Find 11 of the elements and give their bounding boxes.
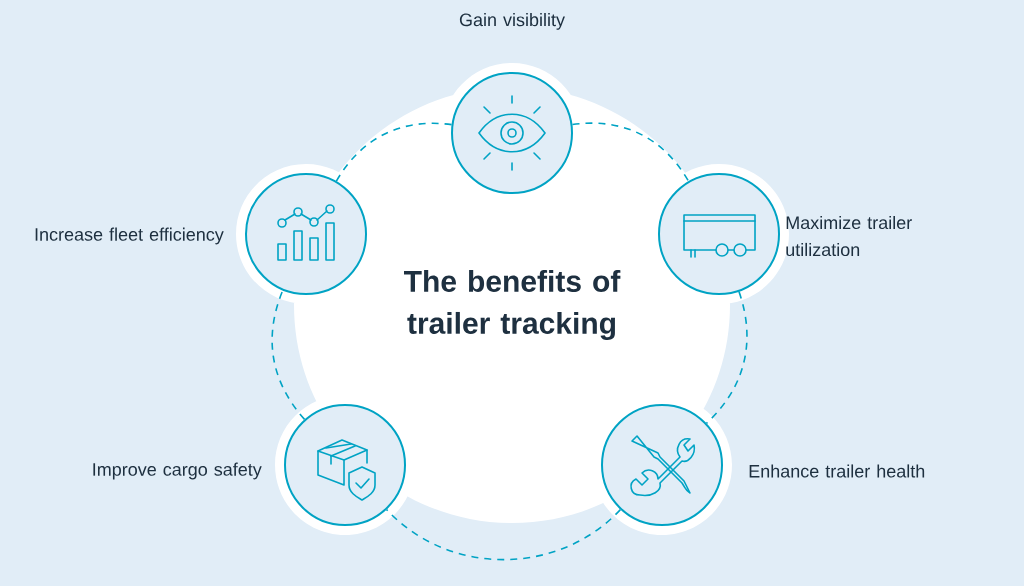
dashed-connector	[385, 508, 622, 561]
node-label: Increase fleet efficiency	[35, 227, 224, 245]
node-label: Maximize trailer utilization	[786, 215, 912, 257]
dashed-connector	[335, 122, 453, 182]
node-label: Enhance trailer health	[749, 464, 925, 478]
node-label: Improve cargo safety	[93, 462, 262, 480]
dashed-connector	[571, 122, 690, 182]
dashed-connector	[705, 290, 748, 425]
dashed-connector	[271, 289, 306, 421]
node-label: Gain visibility	[459, 13, 565, 30]
title: The benefits of trailer tracking	[404, 269, 621, 341]
